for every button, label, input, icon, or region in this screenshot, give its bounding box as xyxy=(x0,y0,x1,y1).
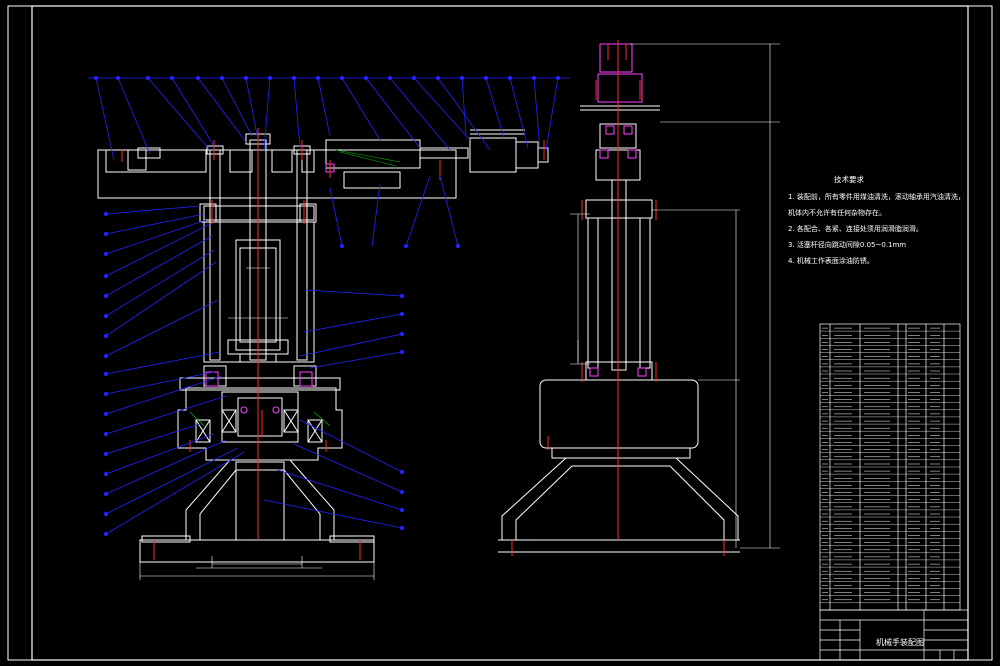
side-gripper-top xyxy=(599,43,633,73)
requirement-line-2: 机体内不允许有任何杂物存在。 xyxy=(788,209,886,217)
crossbeam-slot-2 xyxy=(229,149,253,173)
cylinder-gripper xyxy=(469,137,517,173)
pedestal xyxy=(185,459,335,540)
crossbeam-clamp xyxy=(137,147,161,159)
left-balloon-leaders xyxy=(103,205,245,537)
side-pedestal xyxy=(501,457,739,540)
right-balloon-leaders xyxy=(263,175,461,531)
side-pedestal-inner xyxy=(515,465,725,540)
top-balloon-leaders xyxy=(88,75,570,161)
front-view xyxy=(97,129,549,563)
side-view-dimensions xyxy=(570,43,780,549)
right-guide-column xyxy=(296,149,308,361)
arm-carriage xyxy=(203,205,315,221)
side-column-right xyxy=(639,217,651,369)
parts-list-cell-marks xyxy=(822,327,940,601)
base-plate-lip xyxy=(141,535,191,543)
left-clamp xyxy=(203,365,227,387)
requirement-line-3: 2. 各配合、各紧、连接处须用润滑脂润滑。 xyxy=(788,225,923,233)
front-view-magenta-details xyxy=(205,163,335,414)
side-neck xyxy=(611,179,627,201)
side-gripper-body xyxy=(597,73,643,103)
gripper-tip xyxy=(537,147,549,163)
cylinder-guide xyxy=(343,171,401,189)
parts-list-rows xyxy=(820,330,960,603)
left-guide-column xyxy=(209,149,221,361)
base-plate xyxy=(139,539,375,563)
side-rotary-body xyxy=(539,379,699,449)
top-balloon-dots xyxy=(93,75,561,81)
side-view-magenta-details xyxy=(589,125,647,377)
base-plate-lip-2 xyxy=(329,535,375,543)
pedestal-inner xyxy=(199,469,321,540)
crossbeam-inner xyxy=(105,149,207,173)
requirement-line-4: 3. 活塞杆径向跳动间隙0.05~0.1mm xyxy=(788,241,907,249)
front-view-red-marks xyxy=(121,128,545,560)
requirement-line-1: 1. 装配前，所有零件用煤油清洗，滚动轴承用汽油清洗， xyxy=(788,193,965,201)
crossbeam-slot-3 xyxy=(271,149,293,173)
requirement-line-5: 4. 机械工作表面涂油防锈。 xyxy=(788,257,874,265)
side-carriage xyxy=(585,199,653,219)
title-block xyxy=(819,609,969,661)
right-balloon-dots xyxy=(339,243,461,531)
rotary-housing xyxy=(177,387,343,461)
crossbeam-slot xyxy=(127,149,147,171)
technical-requirements-title: 技术要求 xyxy=(834,175,864,184)
side-lower-block xyxy=(585,361,653,381)
drawing-name: 机械手装配图 xyxy=(876,638,924,647)
lift-frame xyxy=(203,221,315,363)
rotary-inner-hub xyxy=(237,397,283,437)
gripper-jaw xyxy=(515,141,539,169)
carriage-left-lug xyxy=(199,203,217,223)
front-view-hatching xyxy=(189,149,401,427)
pedestal-shaft xyxy=(235,461,285,541)
inner-frame-border xyxy=(31,5,969,661)
front-view-dimensions xyxy=(139,187,400,580)
top-crossbeam xyxy=(97,149,457,199)
rotary-top-plate xyxy=(179,377,341,391)
crossbeam-slot-4 xyxy=(301,149,315,173)
cylinder-piston-rod xyxy=(419,147,469,159)
tapered-bearings xyxy=(195,409,323,443)
left-column-cap xyxy=(206,145,224,155)
left-balloon-dots xyxy=(103,211,109,537)
side-rotary-bottom xyxy=(551,448,691,459)
horizontal-cylinder xyxy=(325,139,421,169)
side-center-shaft xyxy=(611,199,627,371)
rotary-bearing-seat xyxy=(221,391,299,443)
side-column-left xyxy=(587,217,599,369)
side-view xyxy=(498,43,740,553)
right-clamp xyxy=(293,365,317,387)
